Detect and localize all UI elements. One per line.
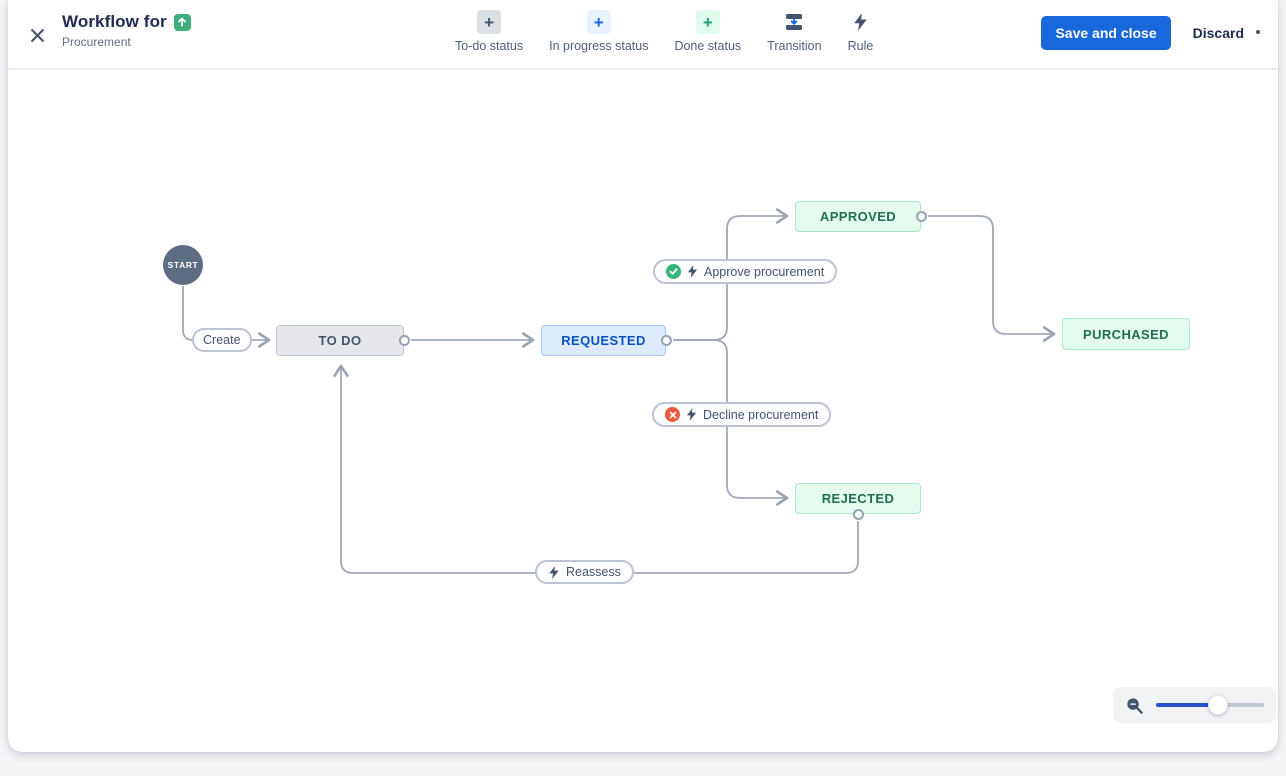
edge-rejected-to-todo bbox=[333, 364, 859, 574]
toolbar-item-label: In progress status bbox=[549, 39, 649, 53]
close-button[interactable] bbox=[24, 22, 50, 48]
arrow-up-icon bbox=[173, 13, 191, 31]
toolbar-item-in-progress-status[interactable]: + In progress status bbox=[549, 10, 648, 53]
toolbar-item-done-status[interactable]: + Done status bbox=[674, 10, 741, 53]
status-node-todo[interactable]: TO DO bbox=[276, 325, 404, 356]
start-node[interactable]: START bbox=[163, 245, 203, 285]
page-subtitle: Procurement bbox=[62, 35, 131, 49]
header-actions: Save and close Discard bbox=[1041, 16, 1244, 50]
toolbar-item-label: Rule bbox=[847, 39, 874, 53]
plus-icon: + bbox=[695, 10, 720, 34]
transition-approve-procurement[interactable]: Approve procurement bbox=[653, 259, 838, 284]
page-title: Workflow for bbox=[62, 12, 167, 31]
status-node-requested[interactable]: REQUESTED bbox=[541, 325, 666, 356]
lightning-icon bbox=[686, 408, 697, 421]
editor-header: Workflow for Procurement + To-do status … bbox=[8, 0, 1278, 70]
connector-port-approved-right[interactable] bbox=[916, 211, 927, 222]
toolbar-item-label: Transition bbox=[767, 39, 822, 53]
edge-approved-to-purchased bbox=[928, 215, 1056, 342]
workflow-editor-window: START TO DO REQUESTED APPROVED PURCHASED… bbox=[8, 0, 1278, 752]
rule-lightning-icon bbox=[848, 10, 872, 34]
transition-decline-label: Decline procurement bbox=[703, 407, 819, 422]
plus-icon: + bbox=[477, 10, 502, 34]
toolbar-item-todo-status[interactable]: + To-do status bbox=[455, 10, 523, 53]
workflow-edges bbox=[182, 208, 1056, 574]
x-circle-icon bbox=[665, 407, 680, 422]
save-and-close-button[interactable]: Save and close bbox=[1041, 16, 1171, 50]
toolbar-item-rule[interactable]: Rule bbox=[847, 10, 874, 53]
zoom-control bbox=[1113, 687, 1276, 723]
toolbar-item-transition[interactable]: Transition bbox=[767, 10, 822, 53]
plus-icon: + bbox=[586, 10, 611, 34]
check-circle-icon bbox=[666, 264, 681, 279]
transition-create[interactable]: Create bbox=[192, 328, 252, 352]
zoom-slider-fill bbox=[1156, 703, 1218, 707]
connector-port-requested-right[interactable] bbox=[661, 335, 672, 346]
title-block: Workflow for Procurement bbox=[62, 12, 191, 49]
more-indicator-dot bbox=[1256, 30, 1260, 34]
edge-start-to-create bbox=[182, 286, 194, 341]
transition-icon bbox=[782, 10, 806, 34]
toolbar-item-label: Done status bbox=[674, 39, 742, 53]
status-node-approved[interactable]: APPROVED bbox=[795, 201, 921, 232]
close-icon bbox=[30, 28, 44, 42]
transition-decline-procurement[interactable]: Decline procurement bbox=[652, 402, 832, 427]
editor-toolbar: + To-do status + In progress status + Do… bbox=[455, 10, 873, 53]
transition-create-label: Create bbox=[203, 333, 241, 347]
status-node-purchased[interactable]: PURCHASED bbox=[1062, 318, 1190, 350]
discard-button[interactable]: Discard bbox=[1192, 25, 1244, 41]
transition-reassess-label: Reassess bbox=[566, 565, 621, 579]
workflow-canvas[interactable]: START TO DO REQUESTED APPROVED PURCHASED… bbox=[8, 0, 1278, 752]
zoom-slider-thumb[interactable] bbox=[1207, 695, 1228, 715]
lightning-icon bbox=[549, 565, 559, 579]
zoom-slider[interactable] bbox=[1156, 695, 1264, 715]
transition-approve-label: Approve procurement bbox=[704, 264, 825, 279]
zoom-out-icon[interactable] bbox=[1125, 696, 1144, 715]
connector-port-rejected-bottom[interactable] bbox=[853, 509, 864, 520]
lightning-icon bbox=[687, 265, 698, 278]
status-node-rejected[interactable]: REJECTED bbox=[795, 483, 921, 514]
toolbar-item-label: To-do status bbox=[455, 39, 524, 53]
connector-port-todo-right[interactable] bbox=[399, 335, 410, 346]
transition-reassess[interactable]: Reassess bbox=[535, 560, 634, 584]
